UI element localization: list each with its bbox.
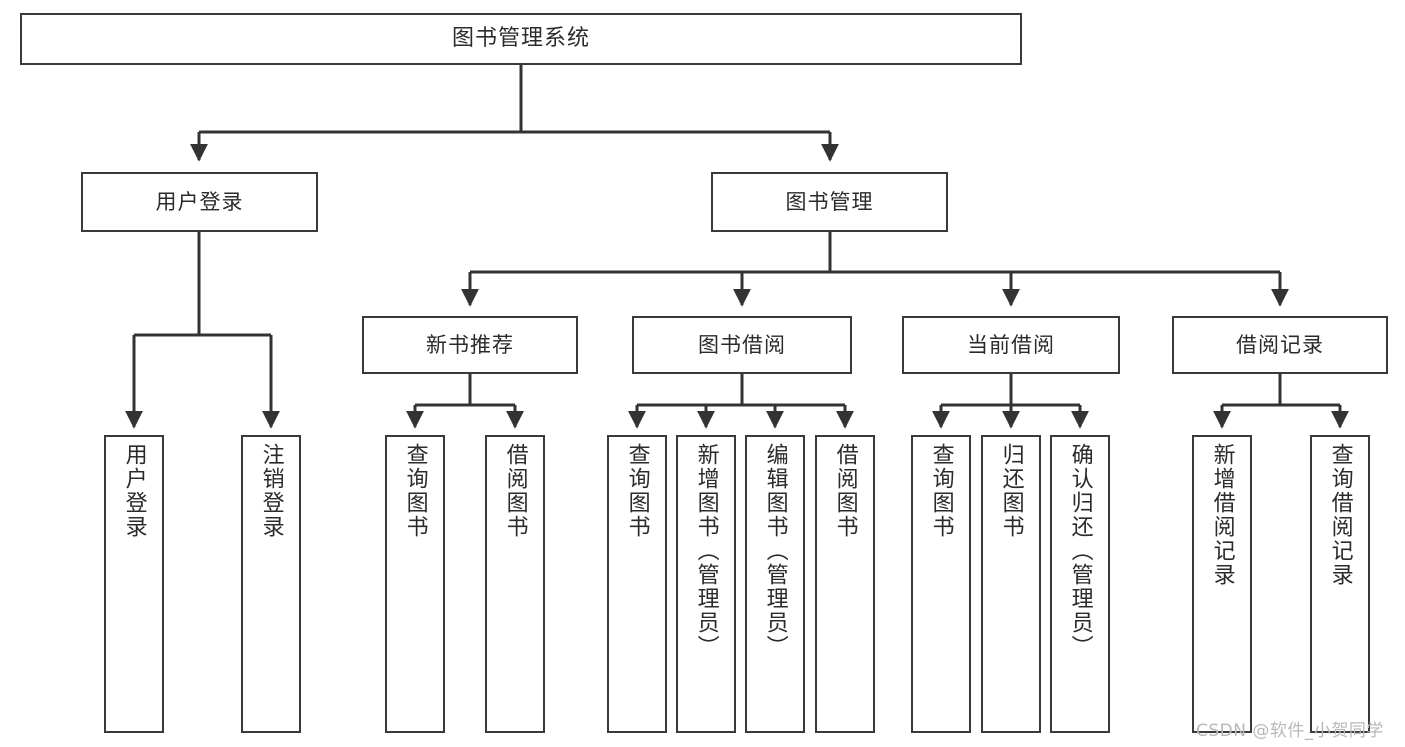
node-label: 借阅图书 (832, 443, 858, 539)
node-label: 借阅图书 (502, 443, 528, 539)
node-current-borrow[interactable]: 当前借阅 (902, 316, 1120, 374)
leaf-current-return-book[interactable]: 归还图书 (981, 435, 1041, 733)
node-label: 用户登录 (121, 443, 147, 539)
leaf-records-query-record[interactable]: 查询借阅记录 (1310, 435, 1370, 733)
node-label: 编辑图书（管理员） (762, 443, 788, 659)
node-label: 查询图书 (624, 443, 650, 539)
node-label: 借阅记录 (1236, 332, 1324, 357)
node-label: 用户登录 (155, 189, 244, 214)
node-label: 当前借阅 (967, 332, 1055, 357)
node-user-login[interactable]: 用户登录 (81, 172, 318, 232)
leaf-user-login-login[interactable]: 用户登录 (104, 435, 164, 733)
node-book-management[interactable]: 图书管理 (711, 172, 948, 232)
node-root-system[interactable]: 图书管理系统 (20, 13, 1022, 65)
leaf-recommend-query-book[interactable]: 查询图书 (385, 435, 445, 733)
node-label: 查询借阅记录 (1327, 443, 1353, 587)
leaf-recommend-borrow-book[interactable]: 借阅图书 (485, 435, 545, 733)
node-label: 图书管理系统 (451, 26, 590, 52)
node-label: 新书推荐 (426, 332, 514, 357)
node-label: 归还图书 (998, 443, 1024, 539)
node-label: 图书借阅 (698, 332, 786, 357)
leaf-borrow-edit-book[interactable]: 编辑图书（管理员） (745, 435, 805, 733)
leaf-borrow-add-book[interactable]: 新增图书（管理员） (676, 435, 736, 733)
csdn-watermark: CSDN @软件_小贺同学 (1196, 721, 1384, 741)
node-book-borrow[interactable]: 图书借阅 (632, 316, 852, 374)
node-label: 确认归还（管理员） (1067, 443, 1093, 659)
leaf-borrow-borrow-book[interactable]: 借阅图书 (815, 435, 875, 733)
node-borrow-records[interactable]: 借阅记录 (1172, 316, 1388, 374)
leaf-borrow-query-book[interactable]: 查询图书 (607, 435, 667, 733)
node-label: 查询图书 (928, 443, 954, 539)
leaf-current-query-book[interactable]: 查询图书 (911, 435, 971, 733)
node-label: 新增借阅记录 (1209, 443, 1235, 587)
node-label: 注销登录 (258, 443, 284, 539)
node-new-book-recommend[interactable]: 新书推荐 (362, 316, 578, 374)
leaf-user-login-logout[interactable]: 注销登录 (241, 435, 301, 733)
node-label: 图书管理 (785, 189, 874, 214)
leaf-records-add-record[interactable]: 新增借阅记录 (1192, 435, 1252, 733)
node-label: 新增图书（管理员） (693, 443, 719, 659)
node-label: 查询图书 (402, 443, 428, 539)
leaf-current-confirm-return[interactable]: 确认归还（管理员） (1050, 435, 1110, 733)
